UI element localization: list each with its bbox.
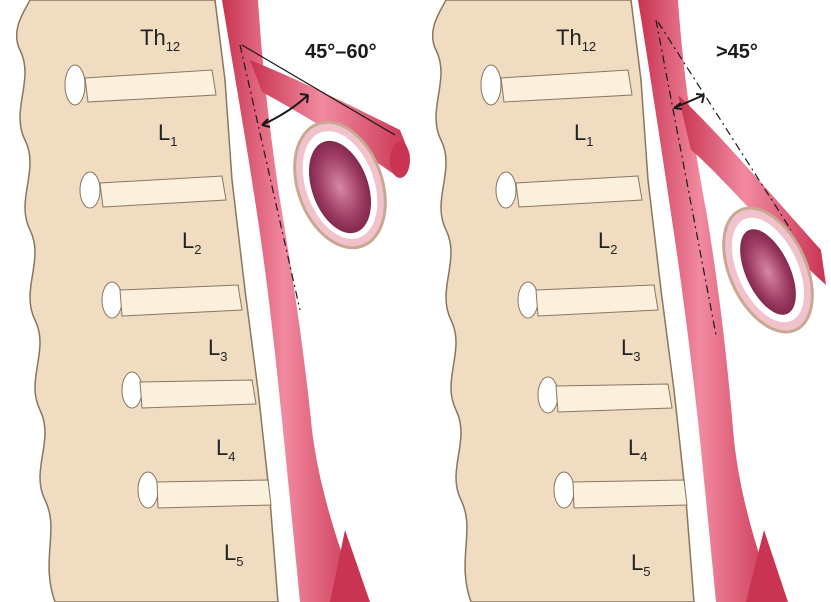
angle-label: >45°: [716, 41, 758, 63]
spine-aorta-illustration-right: Th12 L1 L2 L3 L4 L5 >45°: [416, 0, 831, 602]
panel-reduced-angle: Th12 L1 L2 L3 L4 L5 >45°: [416, 0, 831, 602]
angle-label: 45°–60°: [305, 41, 377, 63]
spine-aorta-illustration-left: Th12 L1 L2 L3 L4 L5 45°–60°: [0, 0, 415, 602]
panel-normal-angle: Th12 L1 L2 L3 L4 L5 45°–60°: [0, 0, 415, 602]
